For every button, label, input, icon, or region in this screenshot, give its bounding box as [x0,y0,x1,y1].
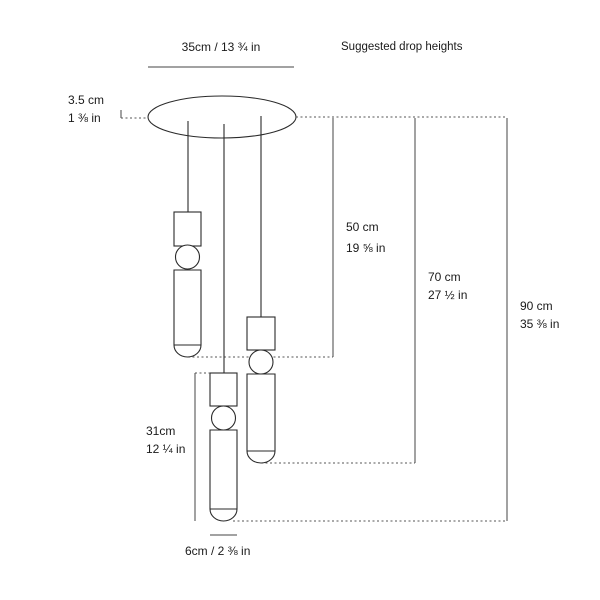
pendant-right-sphere [248,349,274,375]
canopy-height-cm-label: 3.5 cm [68,93,104,107]
drop-50-in-label: 19 ⅝ in [346,241,385,255]
canopy-width-label: 35cm / 13 ¾ in [182,40,261,54]
pendant-width-label: 6cm / 2 ⅜ in [185,544,250,558]
pendant-left-sphere [174,244,201,270]
pendant-middle-bottom-cylinder [209,429,238,522]
pendant-right [246,116,276,464]
pendant-length-cm-label: 31cm [146,424,175,438]
drop-90-cm-label: 90 cm [520,299,553,313]
drop-90-in-label: 35 ⅜ in [520,317,559,331]
pendant-middle [209,124,238,522]
pendant-right-bottom-cylinder [246,373,276,464]
drop-70-in-label: 27 ½ in [428,288,467,302]
ceiling-canopy [147,95,297,139]
canopy-height-in-label: 1 ⅜ in [68,111,101,125]
drop-50-cm-label: 50 cm [346,220,379,234]
pendant-left-bottom-cylinder [173,269,202,358]
drop-heights-heading: Suggested drop heights [341,41,463,53]
pendant-left [173,121,202,358]
pendant-middle-sphere [210,405,237,431]
pendant-left-top-cylinder [173,211,202,247]
drop-70-cm-label: 70 cm [428,270,461,284]
pendant-middle-top-cylinder [209,372,238,407]
pendant-right-top-cylinder [246,316,276,351]
pendant-length-in-label: 12 ¼ in [146,442,185,456]
